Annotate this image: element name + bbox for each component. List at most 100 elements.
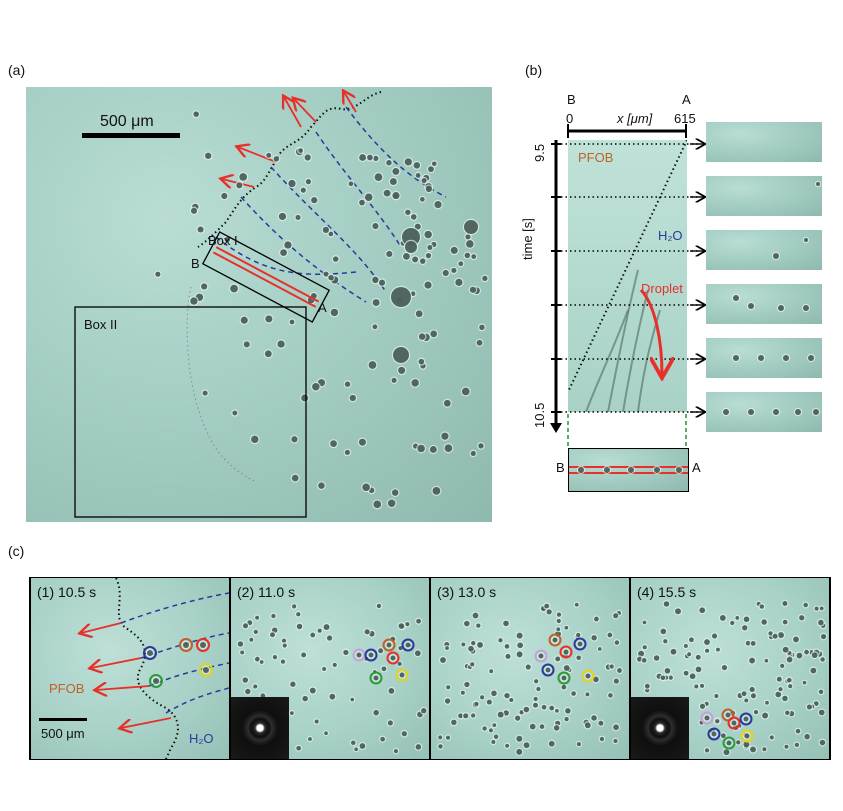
droplet (292, 604, 297, 609)
droplet (368, 361, 377, 369)
frame-2-title: (2) 11.0 s (237, 584, 296, 600)
droplet (493, 734, 499, 739)
droplet (392, 191, 400, 200)
droplet (464, 252, 471, 259)
droplet (405, 642, 411, 648)
droplet (272, 654, 278, 660)
droplet (451, 719, 457, 726)
kymo-pfob-label: PFOB (578, 150, 614, 165)
droplet (585, 673, 591, 679)
droplet (464, 620, 470, 627)
droplet (764, 658, 769, 663)
droplet (329, 693, 336, 700)
droplet (289, 319, 295, 325)
droplet (441, 432, 449, 440)
tracked-droplet-marker (581, 669, 595, 683)
droplet (704, 715, 710, 721)
tracked-droplet-marker (364, 648, 378, 662)
droplet (670, 648, 677, 655)
droplet (373, 500, 382, 509)
droplet (538, 653, 544, 659)
droplet (317, 628, 322, 633)
droplet (372, 223, 379, 230)
droplet (725, 712, 731, 718)
droplet (486, 699, 492, 705)
droplet (474, 701, 479, 706)
droplet (491, 690, 497, 697)
droplet (654, 467, 660, 473)
droplet (778, 632, 784, 639)
droplet (517, 642, 524, 649)
droplet (733, 295, 739, 301)
snapshot-3-overlay (771, 236, 810, 261)
droplet (802, 680, 807, 685)
droplet (772, 633, 778, 639)
droplet (565, 708, 571, 714)
droplet (266, 152, 272, 158)
droplet (415, 310, 423, 318)
droplet (525, 664, 531, 670)
droplet (264, 350, 272, 358)
droplet (245, 688, 251, 695)
droplet (571, 691, 576, 696)
droplet (820, 633, 827, 640)
tracked-droplet-marker (707, 727, 721, 741)
front-direction-arrow (81, 622, 122, 633)
droplet (563, 649, 569, 655)
droplet (350, 697, 355, 702)
box1-group (201, 231, 331, 323)
droplet (440, 657, 446, 663)
droplet (403, 252, 410, 260)
droplet (373, 155, 379, 162)
droplet (604, 467, 610, 473)
droplet (418, 333, 426, 340)
droplet (489, 728, 493, 733)
droplet (398, 645, 403, 651)
droplet (516, 735, 523, 742)
droplet (723, 409, 729, 415)
droplet (318, 482, 325, 489)
snapshot-5 (706, 338, 822, 378)
droplet (769, 735, 774, 740)
droplet (444, 444, 453, 453)
box1 (201, 231, 331, 323)
droplet (613, 738, 618, 743)
droplet (424, 281, 432, 289)
droplet (253, 684, 258, 689)
droplet (750, 693, 756, 699)
droplet (796, 652, 803, 659)
frame-2-overlay (236, 602, 428, 755)
droplet (479, 324, 485, 331)
droplet (349, 394, 356, 402)
droplet (578, 467, 584, 473)
droplet (555, 656, 561, 662)
droplet (412, 256, 419, 263)
frame-1-title: (1) 10.5 s (37, 584, 97, 600)
droplet (768, 631, 773, 636)
frame-3: (3) 13.0 s (431, 578, 631, 759)
droplet (442, 269, 449, 277)
droplet (372, 324, 378, 330)
streamline (120, 592, 229, 624)
droplet (386, 642, 392, 648)
droplet (733, 355, 739, 361)
droplet (782, 619, 788, 625)
droplet (378, 279, 386, 286)
droplet (638, 650, 645, 657)
droplet-trajectory (607, 269, 639, 412)
droplet (819, 606, 824, 611)
droplet (296, 612, 301, 617)
droplet (415, 744, 422, 750)
droplet (617, 668, 622, 673)
droplet (324, 731, 328, 736)
droplet (549, 705, 555, 711)
streamline (215, 236, 357, 275)
kymo-x-start: 0 (566, 111, 574, 126)
droplet (613, 613, 619, 619)
droplet (438, 744, 443, 749)
droplet (193, 111, 199, 117)
droplet (391, 377, 397, 383)
droplet (451, 267, 457, 274)
droplet (446, 685, 451, 690)
droplet (608, 693, 613, 698)
